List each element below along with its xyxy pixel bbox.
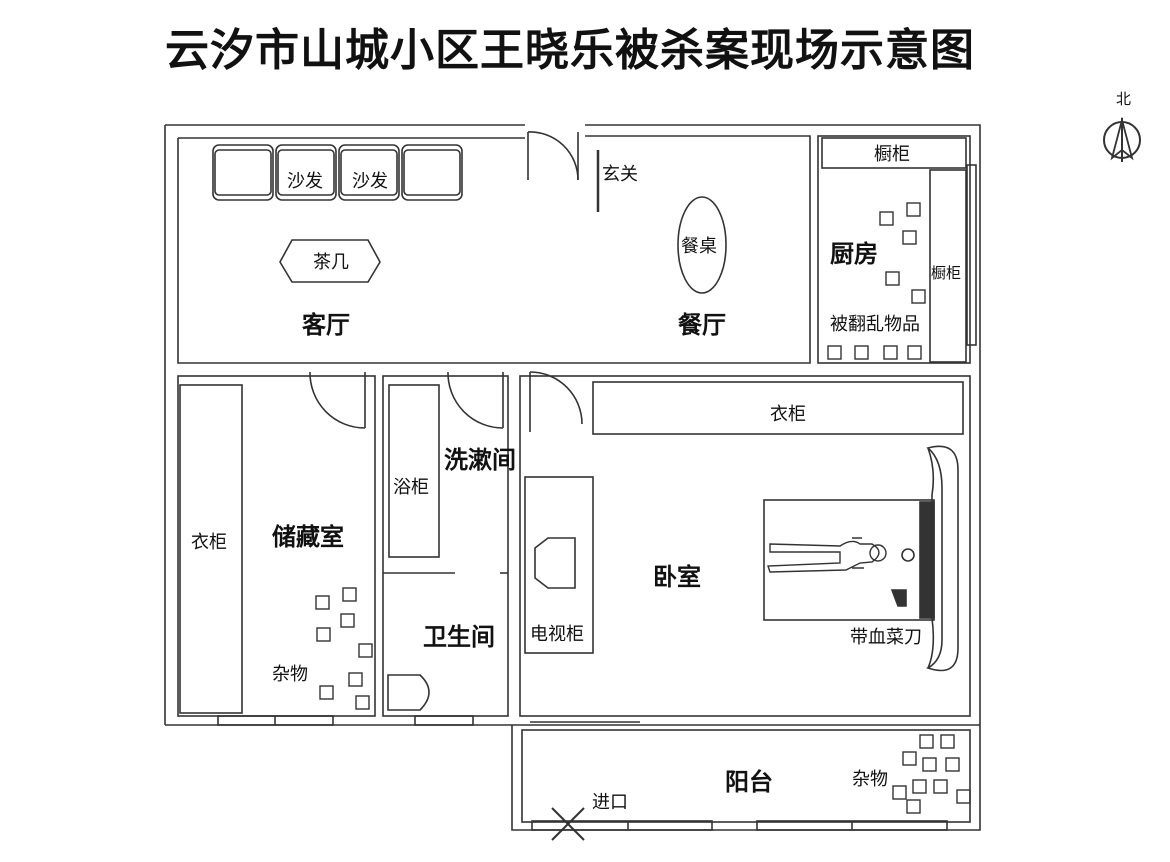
sundries-balcony-label: 杂物 [852, 769, 888, 790]
entry-point-label: 进口 [592, 792, 628, 813]
toilet-label: 卫生间 [423, 623, 495, 651]
bath-cabinet-label: 浴柜 [393, 477, 429, 498]
bloody-knife-icon [890, 548, 915, 607]
bloody-knife-label: 带血菜刀 [850, 627, 922, 648]
sundries-balcony [892, 734, 971, 814]
sundries-storage [315, 587, 373, 710]
sofa-label-1: 沙发 [287, 171, 323, 192]
tea-table-label: 茶几 [313, 252, 349, 273]
compass-icon: 北 [1103, 90, 1141, 162]
balcony-label: 阳台 [725, 768, 773, 796]
dining-table-label: 餐桌 [681, 236, 717, 257]
wardrobe-storage [179, 384, 243, 714]
cabinet-side-label: 橱柜 [931, 264, 961, 282]
kitchen-label: 厨房 [830, 240, 878, 268]
sofa-set [212, 144, 463, 201]
tv-cabinet-label: 电视柜 [530, 624, 584, 645]
scattered-items [827, 202, 926, 360]
entrance-label: 玄关 [602, 164, 638, 185]
tv-cabinet [524, 476, 594, 654]
living-room-label: 客厅 [302, 311, 350, 339]
toilet-bowl [387, 674, 430, 711]
tv-set [534, 537, 576, 589]
bed [763, 445, 959, 672]
tea-table [279, 239, 381, 283]
wardrobe-storage-label: 衣柜 [191, 532, 227, 553]
entry-mark-icon [551, 807, 585, 841]
walls [164, 124, 981, 831]
cabinet-top [821, 137, 967, 169]
cabinet-top-label: 橱柜 [874, 144, 910, 165]
sofa-label-2: 沙发 [352, 171, 388, 192]
dining-room-label: 餐厅 [678, 311, 726, 339]
bath-cabinet [388, 384, 440, 558]
bedroom-label: 卧室 [653, 563, 701, 591]
storage-room-label: 储藏室 [272, 523, 344, 551]
washroom-label: 洗漱间 [444, 446, 516, 474]
scattered-items-label: 被翻乱物品 [830, 314, 920, 335]
sundries-storage-label: 杂物 [272, 664, 308, 685]
wardrobe-bedroom-label: 衣柜 [770, 404, 806, 425]
dining-table [677, 196, 727, 294]
body-outline [767, 537, 887, 573]
compass-label: 北 [1116, 90, 1131, 108]
cabinet-side [929, 169, 967, 363]
wardrobe-bedroom [592, 381, 964, 435]
page-title: 云汐市山城小区王晓乐被杀案现场示意图 [165, 25, 975, 76]
doors [309, 131, 600, 432]
